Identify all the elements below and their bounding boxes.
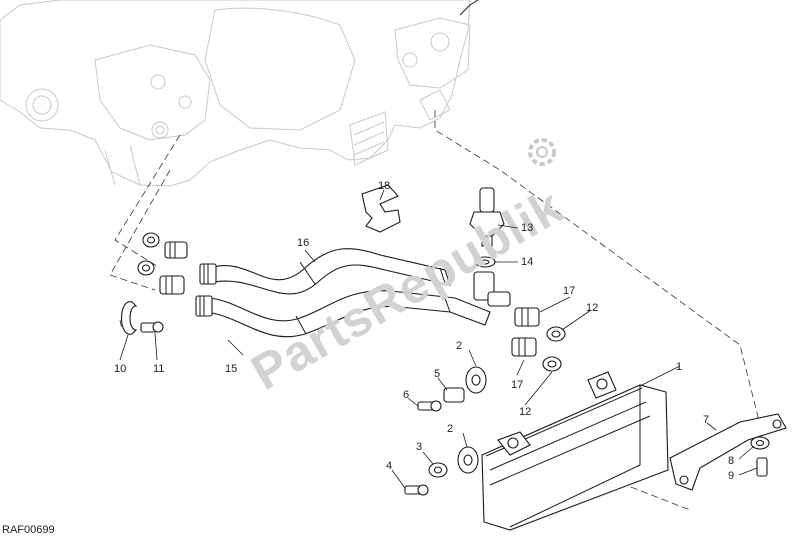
engine-block xyxy=(0,0,479,187)
callout-labels: 1 2 2 3 4 5 6 7 8 9 10 11 12 12 13 14 15… xyxy=(114,180,734,482)
callout-8: 8 xyxy=(728,455,734,467)
callout-3: 3 xyxy=(416,441,422,453)
callout-12: 12 xyxy=(519,406,531,418)
hose-clamp xyxy=(361,184,401,233)
callout-14: 14 xyxy=(521,256,533,268)
left-unions xyxy=(137,232,188,295)
watermark-gear-icon xyxy=(528,138,556,166)
temperature-sender xyxy=(469,187,505,268)
callout-11: 11 xyxy=(153,363,164,375)
callout-17: 17 xyxy=(563,285,575,297)
right-unions xyxy=(511,307,566,372)
cooler-bracket xyxy=(669,413,787,491)
callout-18: 18 xyxy=(378,180,390,192)
callout-4: 4 xyxy=(386,460,392,472)
callout-16: 16 xyxy=(297,237,309,249)
bracket-fasteners xyxy=(750,436,770,477)
callout-2: 2 xyxy=(447,423,453,435)
callout-1: 1 xyxy=(676,361,682,373)
oil-cooler xyxy=(481,371,669,531)
oil-hose-upper xyxy=(209,248,451,295)
callout-15: 15 xyxy=(225,363,237,375)
callout-5: 5 xyxy=(434,368,440,380)
oil-hose-lower xyxy=(204,290,491,338)
callout-10: 10 xyxy=(114,363,126,375)
callout-13: 13 xyxy=(521,222,533,234)
mounting-hardware xyxy=(404,366,487,496)
diagram-reference-code: RAF00699 xyxy=(2,524,55,536)
leader-lines xyxy=(119,189,758,489)
callout-17: 17 xyxy=(511,379,523,391)
tee-union xyxy=(473,271,511,307)
hose-fittings-left xyxy=(195,263,217,317)
callout-9: 9 xyxy=(728,470,734,482)
callout-2: 2 xyxy=(456,340,462,352)
callout-7: 7 xyxy=(703,414,709,426)
callout-6: 6 xyxy=(403,389,409,401)
clip-and-bolt xyxy=(121,301,164,335)
callout-12: 12 xyxy=(586,302,598,314)
